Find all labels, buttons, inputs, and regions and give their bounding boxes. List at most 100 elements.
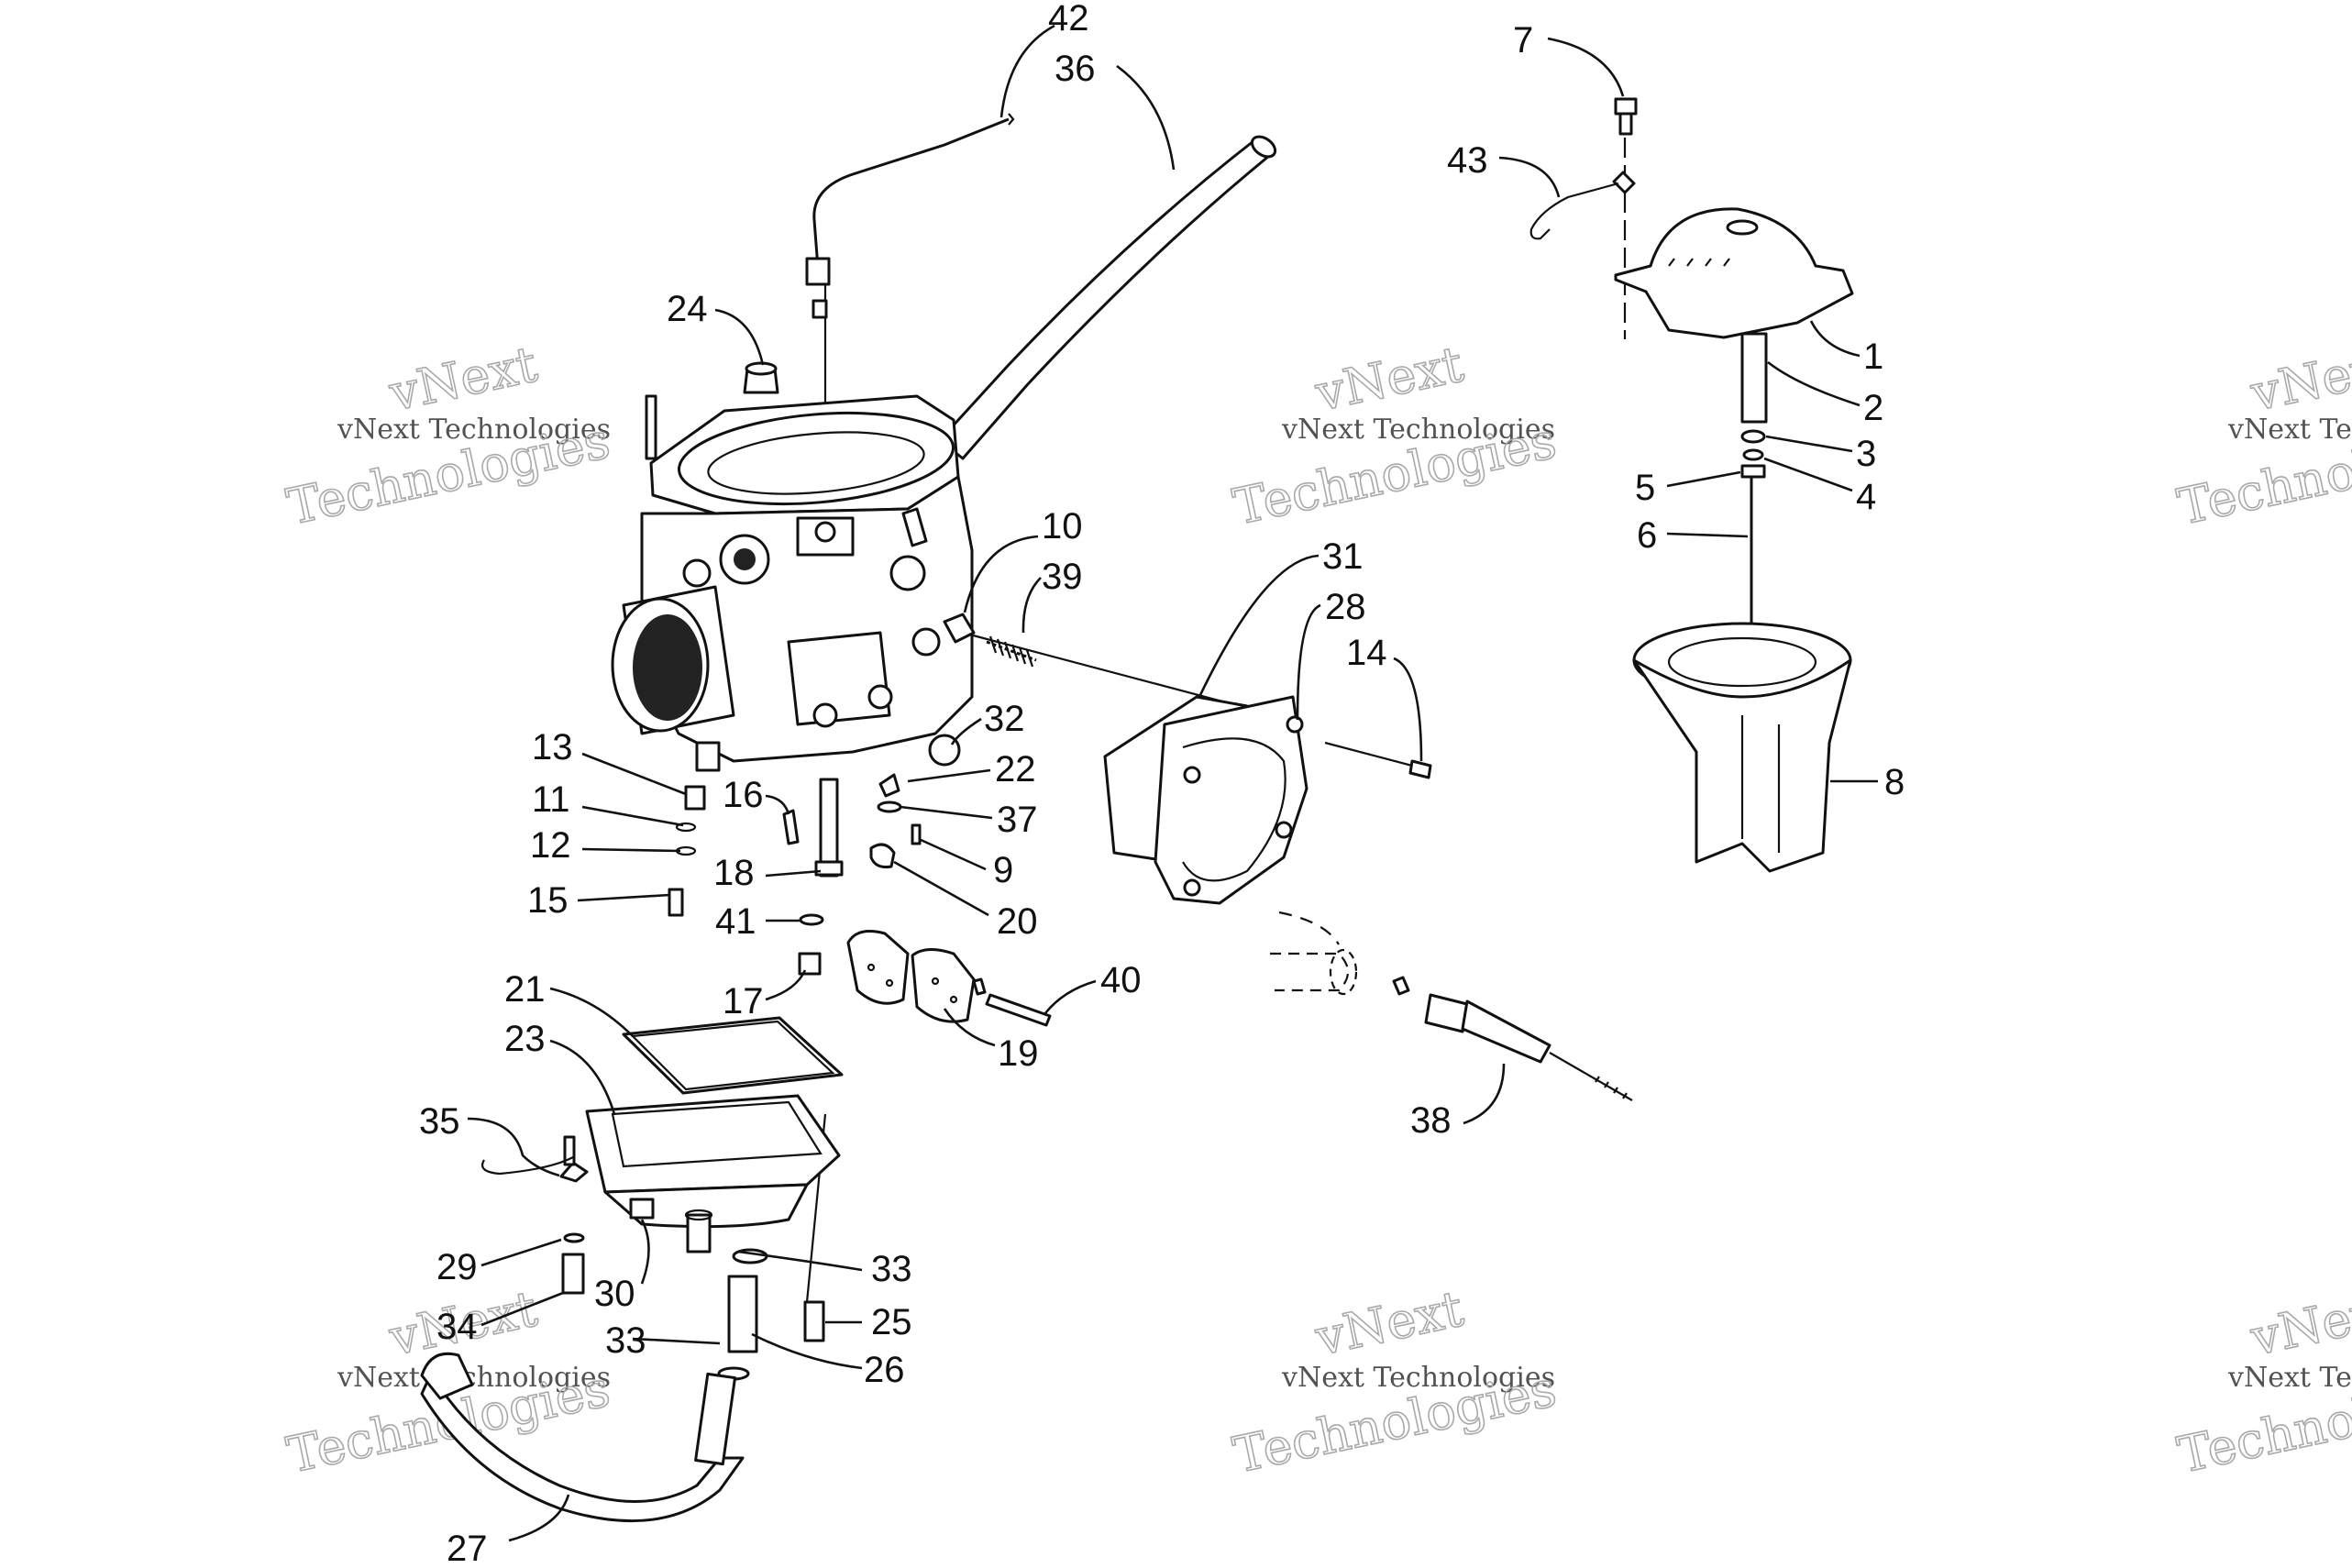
callout-26: 26 xyxy=(864,1350,905,1390)
watermark-small: vNext Technologies xyxy=(337,1362,611,1394)
vent-hose xyxy=(938,135,1277,460)
callout-numbers: 42 36 24 10 39 31 28 14 32 22 37 9 20 13… xyxy=(419,0,1905,1568)
drain-spring xyxy=(717,1248,768,1381)
leader-28 xyxy=(1296,603,1321,721)
slide-assembly xyxy=(1529,97,1854,873)
callout-20: 20 xyxy=(997,901,1038,942)
leader-43 xyxy=(1498,156,1561,198)
leader-10 xyxy=(963,535,1039,613)
watermark-brand: vNext xyxy=(384,335,543,423)
callout-36: 36 xyxy=(1055,49,1096,89)
leader-16 xyxy=(765,794,790,815)
watermark-small: vNext Technologies xyxy=(1281,1362,1555,1394)
idle-screw-spring xyxy=(943,613,1037,668)
float-assembly xyxy=(846,930,1052,1027)
watermark-small: vNext Technologies xyxy=(2227,1362,2352,1394)
callout-6: 6 xyxy=(1637,515,1657,556)
leader-24 xyxy=(714,308,765,366)
watermark-top-right: vNext vNext Technologies Technologies xyxy=(2172,335,2352,537)
callout-29: 29 xyxy=(436,1247,478,1287)
callout-33-upper: 33 xyxy=(871,1249,912,1289)
leader-4 xyxy=(1763,457,1853,492)
callout-19: 19 xyxy=(998,1033,1039,1074)
watermark-brand: vNext xyxy=(1310,335,1469,423)
leader-42 xyxy=(999,24,1055,118)
callout-16: 16 xyxy=(723,775,764,815)
callout-43: 43 xyxy=(1447,140,1488,181)
leader-15 xyxy=(577,893,670,902)
callout-23: 23 xyxy=(504,1019,546,1059)
callout-38: 38 xyxy=(1410,1100,1452,1141)
leader-40 xyxy=(1043,979,1097,1014)
leader-34 xyxy=(480,1291,564,1327)
leader-6 xyxy=(1666,532,1749,538)
leader-36 xyxy=(1116,64,1176,171)
callout-37: 37 xyxy=(997,800,1038,840)
leader-9 xyxy=(918,837,987,871)
callout-7: 7 xyxy=(1513,20,1533,61)
bowl-gasket xyxy=(622,1016,844,1095)
callout-2: 2 xyxy=(1863,388,1883,428)
leader-3 xyxy=(1765,435,1853,453)
callout-9: 9 xyxy=(993,850,1013,890)
callout-39: 39 xyxy=(1042,557,1083,597)
watermark-bottom-center: vNext vNext Technologies Technologies xyxy=(1228,1279,1562,1485)
callout-32: 32 xyxy=(984,699,1025,739)
leader-19 xyxy=(943,1008,996,1047)
side-cover xyxy=(1103,695,1432,905)
watermark-small: vNext Technologies xyxy=(1281,414,1555,446)
callout-11: 11 xyxy=(532,779,570,820)
leader-17 xyxy=(765,969,807,1001)
callout-22: 22 xyxy=(995,749,1036,790)
axis-line-screw xyxy=(1324,741,1413,767)
watermark-brand: vNext xyxy=(1310,1279,1469,1367)
leader-12 xyxy=(581,847,681,853)
leader-27 xyxy=(508,1494,570,1542)
leader-lines xyxy=(467,24,1878,1542)
leader-30 xyxy=(640,1219,650,1285)
leader-38 xyxy=(1463,1063,1506,1125)
leader-39 xyxy=(1021,577,1042,634)
throttle-cable xyxy=(805,113,1015,319)
leader-29 xyxy=(480,1238,562,1267)
callout-21: 21 xyxy=(504,969,546,1010)
callout-30: 30 xyxy=(594,1274,635,1314)
watermark-bottom-right: vNext vNext Technologies Technologies xyxy=(2172,1279,2352,1485)
leader-20 xyxy=(893,860,989,917)
drain-hose xyxy=(420,1352,745,1523)
float-bowl xyxy=(585,1094,841,1253)
watermark-small: vNext Technologies xyxy=(337,414,611,446)
callout-1: 1 xyxy=(1863,337,1883,377)
watermark-brand: vNext xyxy=(2246,335,2352,423)
leader-26 xyxy=(751,1332,863,1370)
callout-35: 35 xyxy=(419,1101,460,1142)
leader-7 xyxy=(1547,37,1625,97)
watermark-top-center: vNext vNext Technologies Technologies xyxy=(1228,335,1562,537)
carburetor-body xyxy=(611,394,974,772)
bowl-clip-screws xyxy=(480,1135,825,1342)
leader-23 xyxy=(549,1039,616,1115)
leader-32 xyxy=(950,717,982,745)
leader-22 xyxy=(907,768,991,783)
callout-34: 34 xyxy=(436,1307,478,1347)
callout-13: 13 xyxy=(532,727,573,767)
watermark-brand: vNext xyxy=(2246,1279,2352,1367)
leader-1 xyxy=(1809,320,1861,358)
callout-27: 27 xyxy=(447,1529,488,1568)
leader-33b xyxy=(632,1337,721,1345)
leader-13 xyxy=(581,752,687,796)
watermark-group: vNext vNext Technologies Technologies vN… xyxy=(282,335,2352,1485)
callout-33-lower: 33 xyxy=(605,1320,646,1361)
watermark-top-left: vNext vNext Technologies Technologies xyxy=(282,335,615,537)
leader-37 xyxy=(900,805,993,820)
leader-18 xyxy=(765,869,822,878)
callout-5: 5 xyxy=(1635,468,1655,508)
callout-42: 42 xyxy=(1048,0,1089,39)
callout-41: 41 xyxy=(715,901,756,942)
callout-28: 28 xyxy=(1325,587,1366,627)
callout-18: 18 xyxy=(713,853,755,893)
callout-14: 14 xyxy=(1346,633,1387,673)
leader-21 xyxy=(549,987,634,1037)
